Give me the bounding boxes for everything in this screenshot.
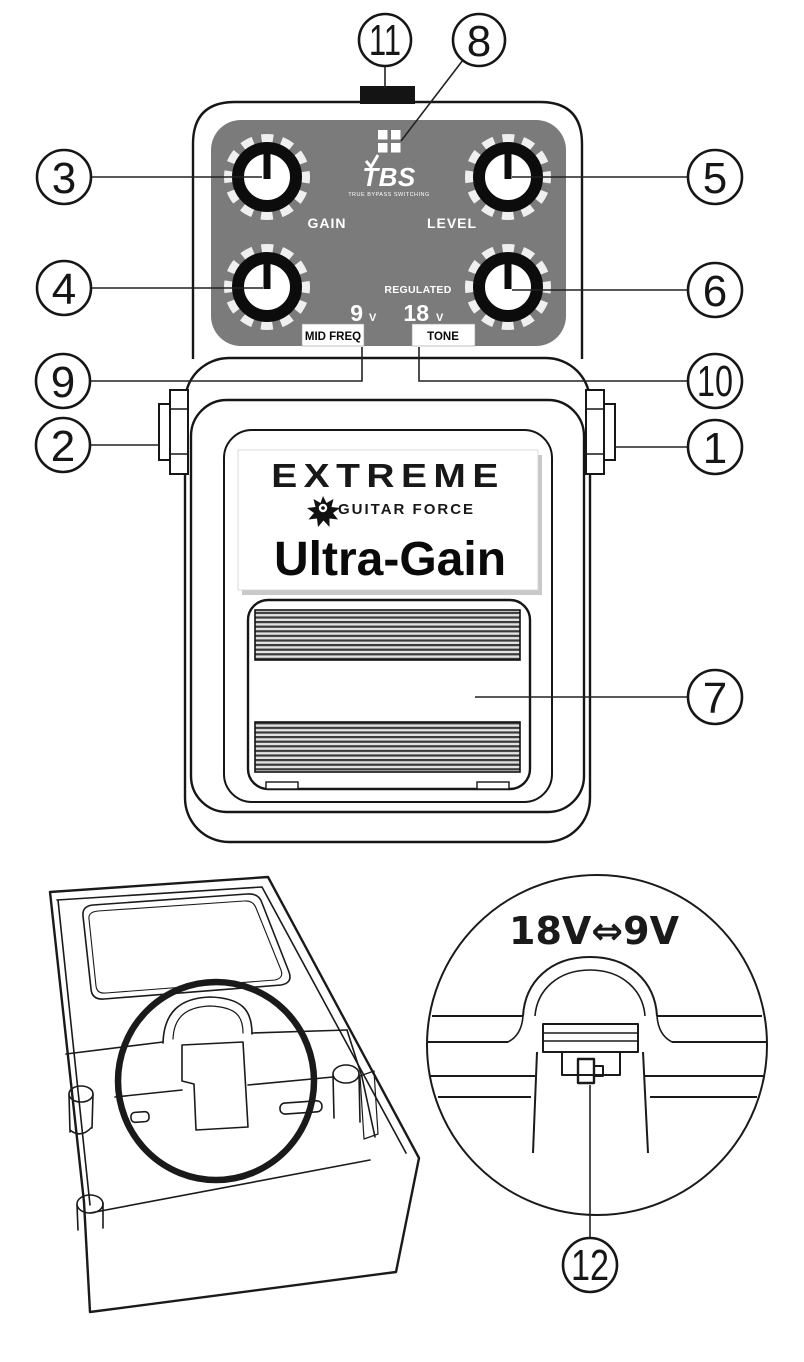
callout-10: 10 bbox=[686, 352, 744, 410]
callout-3-number: 3 bbox=[52, 154, 76, 203]
footswitch-treadle bbox=[246, 598, 532, 791]
leader-10 bbox=[418, 347, 688, 382]
arch-outer bbox=[522, 956, 658, 1017]
status-led-icon bbox=[378, 130, 401, 153]
nameplate-plate bbox=[237, 449, 539, 591]
output-jack-left bbox=[158, 389, 189, 475]
detail-circle bbox=[426, 874, 768, 1216]
callout-11: 11 bbox=[357, 12, 413, 68]
tone-tag: TONE bbox=[411, 323, 476, 347]
callout-3: 3 bbox=[35, 148, 93, 206]
switch-bracket bbox=[561, 1051, 621, 1076]
voltage-slide-switch bbox=[576, 1057, 596, 1085]
regulated-label: REGULATED bbox=[384, 284, 451, 296]
arch-flares bbox=[507, 1015, 673, 1043]
case-silhouette bbox=[48, 875, 421, 1314]
callout-2: 2 bbox=[34, 416, 92, 474]
callout-8-number: 8 bbox=[467, 17, 491, 66]
callout-9: 9 bbox=[34, 352, 92, 410]
guitar-force-logo-icon bbox=[307, 496, 340, 527]
callout-4: 4 bbox=[35, 259, 93, 317]
battery-clip-block bbox=[542, 1023, 639, 1053]
control-panel: GAIN LEVEL REGULATED 9 V 18 V TBS TRUE B… bbox=[211, 120, 566, 347]
voltage-18-unit: V bbox=[436, 312, 444, 324]
switch-actuator bbox=[593, 1065, 604, 1077]
pedal-front-view: GAIN LEVEL REGULATED 9 V 18 V TBS TRUE B… bbox=[158, 86, 616, 844]
grip-strip-top bbox=[254, 609, 521, 661]
gain-label: GAIN bbox=[308, 215, 347, 231]
lid-recess-outer bbox=[82, 893, 291, 1000]
open-case-isometric-view bbox=[48, 875, 421, 1314]
battery-channel bbox=[181, 1041, 249, 1131]
lid-recess-inner bbox=[88, 900, 283, 994]
voltage-9-label: 9 bbox=[350, 300, 363, 326]
callout-7: 7 bbox=[686, 668, 744, 726]
callout-5: 5 bbox=[686, 148, 744, 206]
screw-posts bbox=[68, 1064, 379, 1231]
callout-6-number: 6 bbox=[703, 267, 727, 316]
callout-8: 8 bbox=[451, 12, 507, 68]
highlight-circle bbox=[114, 978, 318, 1184]
level-label: LEVEL bbox=[427, 215, 477, 231]
slot-right bbox=[279, 1100, 323, 1115]
battery-arch-outer bbox=[162, 996, 253, 1044]
callout-1: 1 bbox=[686, 418, 744, 476]
voltage-switch-detail-view: 18V⇔9V bbox=[426, 874, 768, 1216]
voltage-9-unit: V bbox=[369, 312, 377, 324]
brand-text: EXTREME bbox=[271, 457, 505, 494]
battery-arch-inner bbox=[172, 1005, 244, 1040]
nameplate: EXTREME GUITAR FORCE Ultra-Gain bbox=[237, 449, 542, 595]
slot-left bbox=[130, 1110, 150, 1124]
callout-9-number: 9 bbox=[51, 358, 75, 407]
grip-strip-bottom bbox=[254, 721, 521, 773]
voltage-18-label: 18 bbox=[403, 300, 429, 326]
callout-6: 6 bbox=[686, 261, 744, 319]
platform-base-edge bbox=[114, 1076, 334, 1098]
callout-7-number: 7 bbox=[703, 674, 727, 723]
tbs-accent-icon bbox=[364, 154, 380, 170]
callout-leader-lines bbox=[90, 59, 688, 1238]
leader-9 bbox=[90, 347, 363, 382]
callout-12-number: 12 bbox=[571, 1241, 609, 1290]
treadle-notch-right bbox=[476, 781, 510, 790]
right-wall-corner bbox=[346, 1029, 376, 1138]
callout-10-number: 10 bbox=[697, 357, 733, 406]
top-thumb-screw bbox=[360, 86, 415, 104]
arch-inner bbox=[534, 969, 646, 1017]
series-text: GUITAR FORCE bbox=[338, 501, 475, 518]
callout-11-number: 11 bbox=[369, 16, 401, 65]
leader-8 bbox=[400, 59, 464, 142]
tbs-logo: TBS TRUE BYPASS SWITCHING bbox=[348, 154, 430, 198]
clip-ridges bbox=[543, 1032, 638, 1042]
treadle-notch-left bbox=[265, 781, 299, 790]
tbs-caption: TRUE BYPASS SWITCHING bbox=[348, 192, 430, 198]
callouts: 1 2 3 4 5 6 7 8 bbox=[34, 12, 744, 1294]
callout-4-number: 4 bbox=[52, 265, 76, 314]
input-jack-right bbox=[585, 389, 616, 475]
callout-2-number: 2 bbox=[51, 422, 75, 471]
callout-5-number: 5 bbox=[703, 154, 727, 203]
voltage-switch-label: 18V⇔9V bbox=[509, 909, 680, 953]
model-text: Ultra-Gain bbox=[274, 533, 506, 586]
tone-label: TONE bbox=[427, 331, 459, 343]
mid-freq-tag: MID FREQ bbox=[301, 323, 365, 347]
callout-12: 12 bbox=[561, 1236, 619, 1294]
mid-freq-label: MID FREQ bbox=[305, 331, 361, 343]
callout-1-number: 1 bbox=[703, 424, 727, 473]
front-wall-inner bbox=[89, 1159, 371, 1214]
channel-side-walls bbox=[532, 1051, 649, 1154]
